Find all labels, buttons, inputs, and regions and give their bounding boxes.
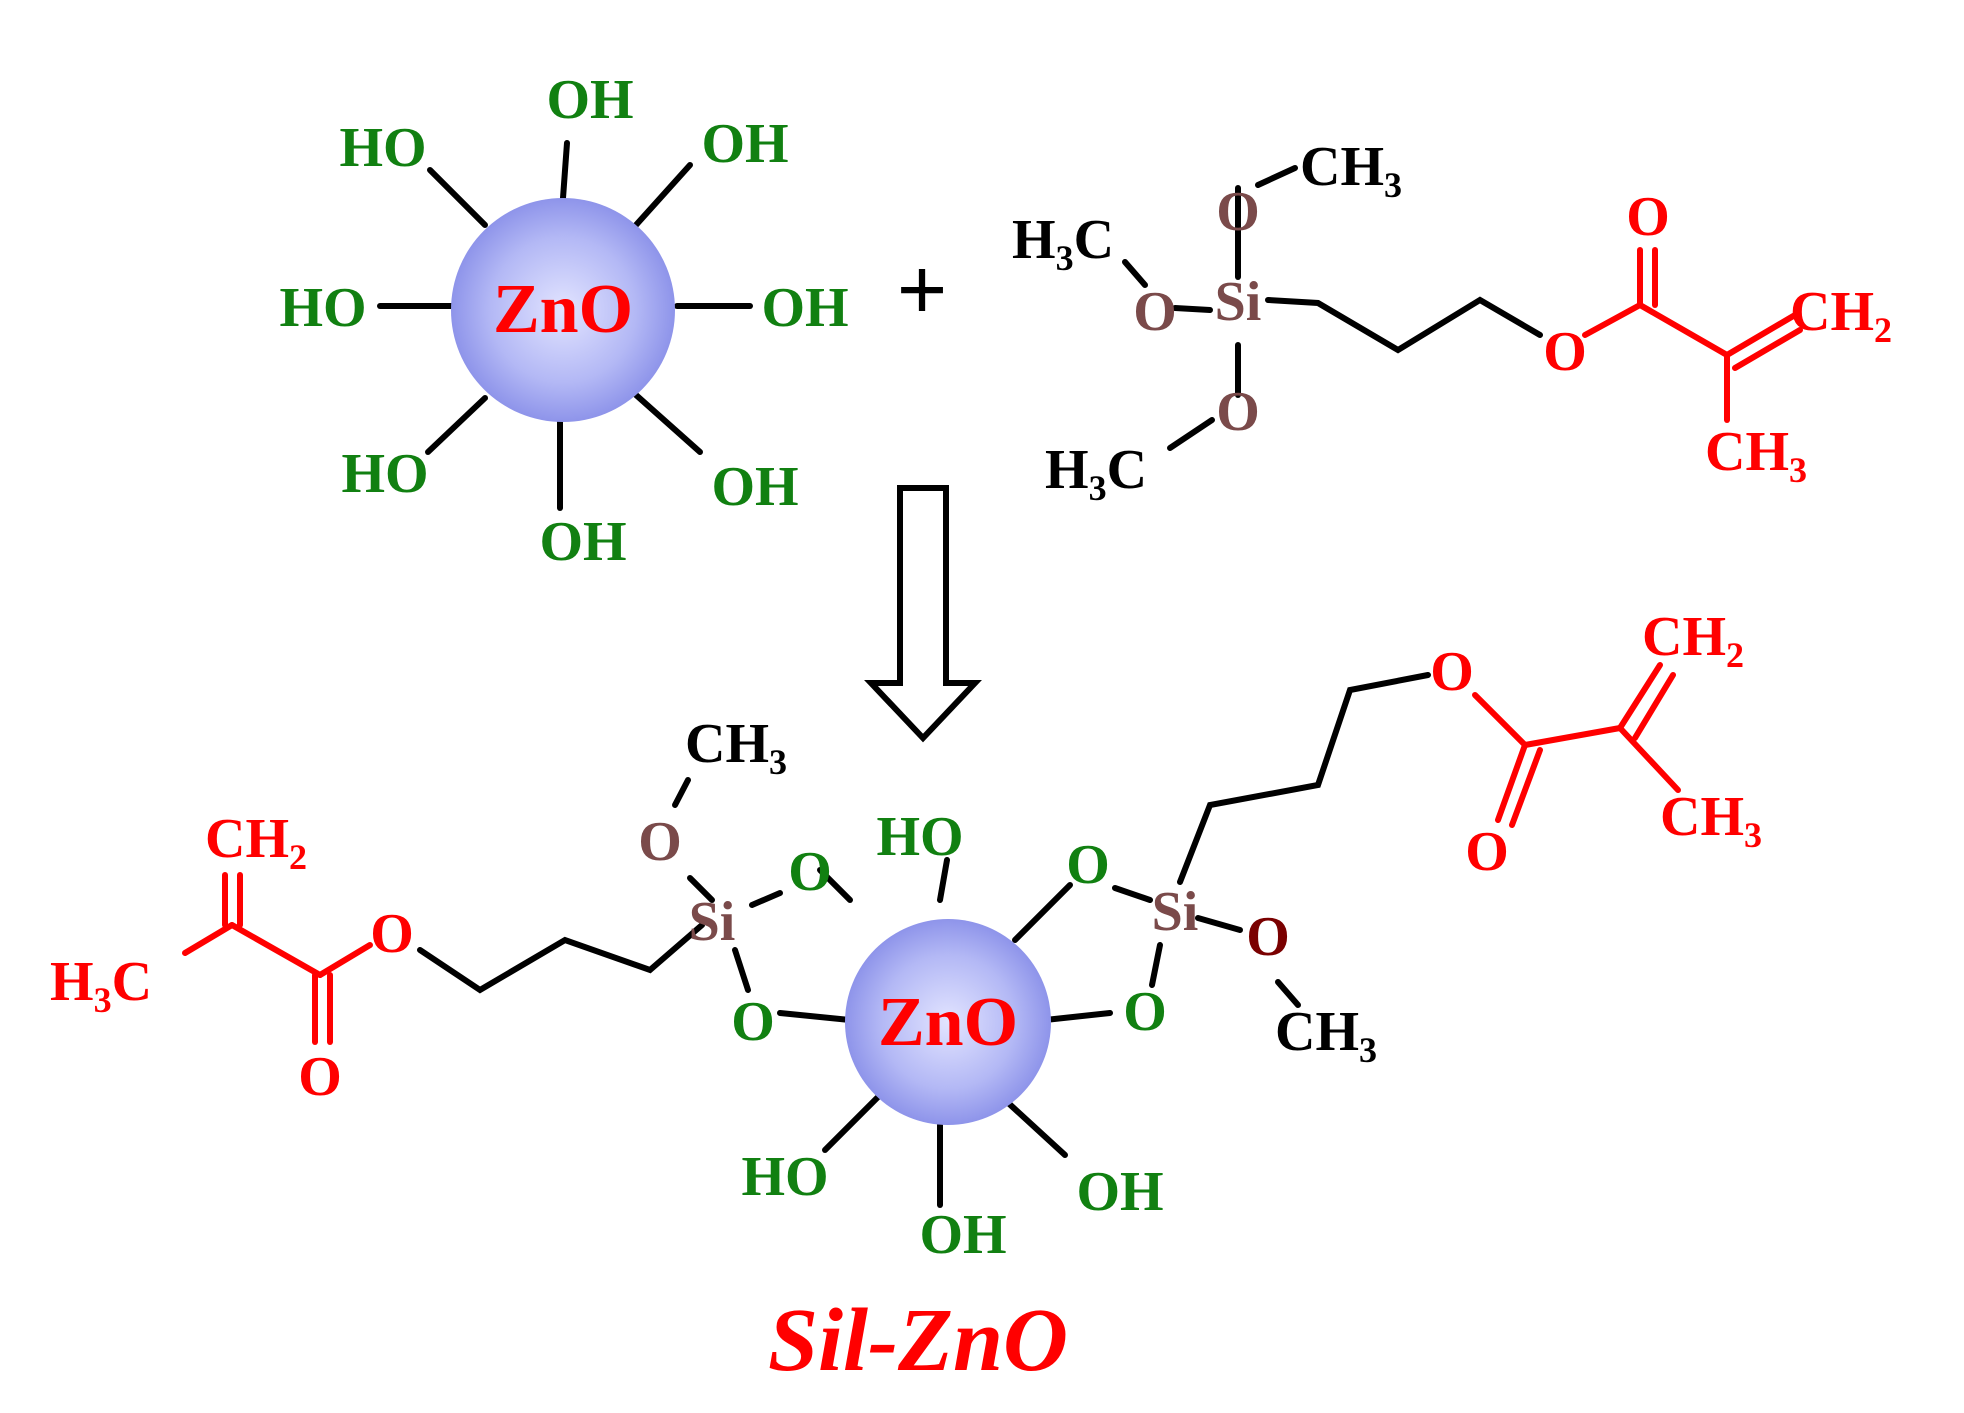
bond (182, 922, 235, 956)
methyl-label: CH3 (1300, 136, 1402, 205)
alkene-bond (1724, 312, 1798, 358)
o-atom: O (638, 811, 682, 873)
methylene-label: CH2 (1790, 281, 1892, 350)
reactant-zno-particle: ZnO OH OH OH OH OH HO HO HO (279, 69, 848, 573)
bond (633, 162, 693, 228)
hydroxyl-label: OH (1076, 1161, 1163, 1223)
bond (1637, 302, 1730, 358)
hydroxyl-label: HO (279, 277, 366, 339)
bond (1195, 915, 1243, 933)
bridging-oxygen: O (731, 991, 775, 1053)
alkene-bond (1732, 327, 1803, 371)
bond (749, 890, 783, 908)
hydroxyl-label: HO (339, 117, 426, 179)
carbonyl-oxygen: O (298, 1046, 342, 1108)
bond (425, 395, 488, 455)
plus-sign: + (896, 241, 947, 340)
o-atom: O (1216, 181, 1260, 243)
bond (1172, 305, 1213, 313)
bond (687, 875, 715, 903)
bond (1275, 979, 1301, 1008)
ester-oxygen: O (370, 903, 414, 965)
silane-reactant: Si O O O CH3 H3C H3C O O CH2 CH3 (1012, 136, 1892, 508)
bond (633, 392, 703, 455)
carbonyl-oxygen: O (1626, 186, 1670, 248)
methylene-label: CH2 (205, 808, 307, 877)
bond (1582, 302, 1643, 338)
bond (317, 942, 373, 978)
bond (1112, 885, 1153, 903)
bond (732, 947, 751, 993)
bridging-oxygen: O (1123, 981, 1167, 1043)
bond (1042, 1010, 1113, 1023)
zno-core (451, 198, 675, 422)
methyl-label: H3C (1045, 439, 1147, 508)
bond (817, 867, 853, 903)
hydroxyl-label: HO (876, 806, 963, 868)
product-caption: Sil-ZnO (768, 1291, 1068, 1390)
bridging-oxygen: O (788, 841, 832, 903)
bond (777, 1010, 853, 1023)
bond (1002, 1097, 1068, 1158)
bond (1617, 725, 1681, 793)
product-sil-zno: ZnO HO HO OH OH O O O O Si O CH3 O O CH2… (50, 606, 1762, 1266)
hydroxyl-label: OH (701, 113, 788, 175)
bond (229, 922, 323, 978)
bond (1522, 725, 1623, 748)
bond (560, 140, 570, 201)
bond (427, 167, 488, 228)
bond (1149, 942, 1163, 988)
si-atom: Si (689, 891, 736, 953)
propyl-chain (417, 922, 705, 994)
bond (1012, 882, 1073, 943)
hydroxyl-label: OH (546, 69, 633, 131)
bond (937, 857, 950, 903)
propyl-chain (1265, 296, 1543, 354)
carbonyl-bond (1495, 742, 1528, 823)
bond (1122, 259, 1148, 288)
hydroxyl-label: OH (919, 1204, 1006, 1266)
methyl-label: H3C (50, 951, 152, 1020)
carbonyl-oxygen: O (1465, 821, 1509, 883)
bond (1167, 417, 1215, 451)
methyl-label: CH3 (1275, 1001, 1377, 1070)
bridging-oxygen: O (1066, 834, 1110, 896)
methyl-label: CH3 (1705, 421, 1807, 490)
hydroxyl-label: HO (741, 1146, 828, 1208)
alkene-bond (1617, 662, 1663, 731)
o-atom: O (1216, 381, 1260, 443)
hydroxyl-label: HO (341, 443, 428, 505)
bond (1255, 165, 1298, 188)
methyl-label: H3C (1012, 209, 1114, 278)
bond (822, 1092, 883, 1153)
reaction-arrow (864, 485, 982, 743)
bond (672, 777, 691, 808)
ester-oxygen: O (1430, 641, 1474, 703)
methylene-label: CH2 (1642, 606, 1744, 675)
hydroxyl-label: OH (539, 511, 626, 573)
zno-core-label: ZnO (878, 984, 1018, 1061)
alkene-bond (1632, 672, 1676, 741)
methyl-label: CH3 (1660, 786, 1762, 855)
o-atom: O (1133, 281, 1177, 343)
hydroxyl-label: OH (711, 456, 798, 518)
zno-core (845, 919, 1051, 1125)
zno-core-label: ZnO (493, 271, 633, 348)
ester-oxygen: O (1543, 321, 1587, 383)
propyl-chain (1177, 672, 1431, 885)
hydroxyl-label: OH (761, 277, 848, 339)
si-atom: Si (1215, 271, 1262, 333)
methyl-label: CH3 (685, 713, 787, 782)
si-atom: Si (1152, 881, 1199, 943)
o-atom: O (1246, 906, 1290, 968)
carbonyl-bond (1509, 747, 1543, 828)
bond (1472, 692, 1528, 748)
